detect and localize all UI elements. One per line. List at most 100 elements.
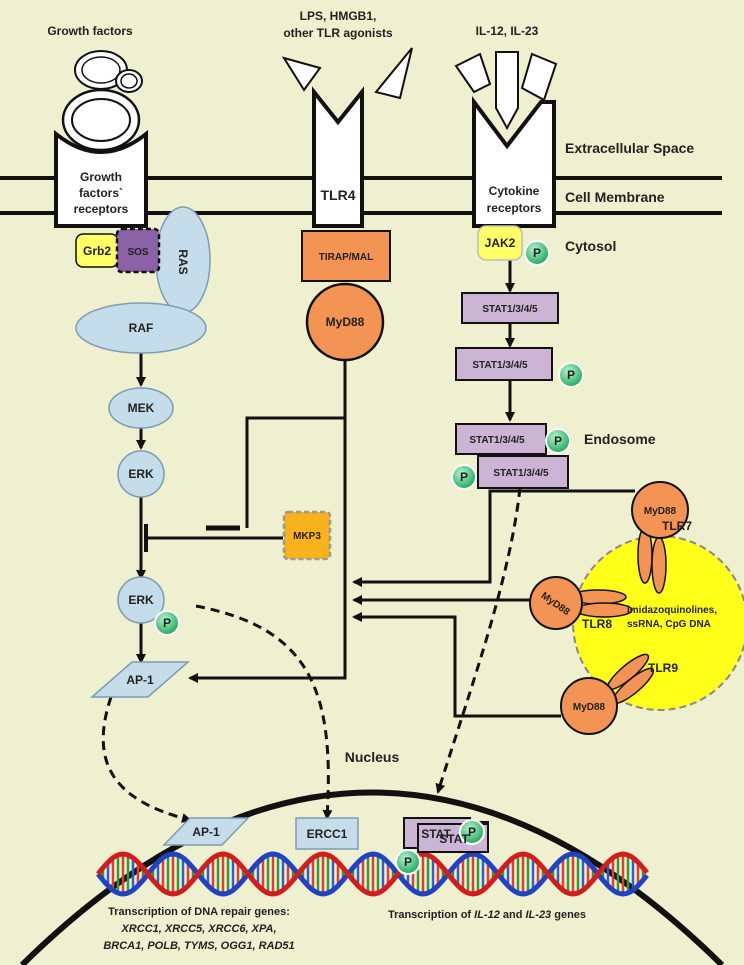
growth-factor-receptor [54,129,148,228]
phosphate-marker [154,610,180,636]
tlr7-receptor [651,536,667,594]
stat-nuclear-label: STAT [439,832,469,846]
stat-phospho-label: STAT1/3/4/5 [472,360,528,371]
tlr8-label: TLR8 [582,617,612,631]
tirap-node [301,230,391,282]
ercc1-label: ERCC1 [307,827,348,841]
dna-strand [96,851,649,897]
il-genes-label: Transcription of IL-12 and IL-23 genes [388,909,586,921]
mkp3-label: MKP3 [293,531,321,542]
dna-strand [96,851,649,897]
dna-helix [96,851,649,897]
phosphate-label: P [468,825,476,839]
erk-phospho-node [117,576,165,624]
ap1-nuclear-node [162,817,250,846]
phosphate-marker [524,240,550,266]
repair-genes-list: XRCC1, XRCC5, XRCC6, XPA, [120,923,276,935]
gf-receptor-label: receptors [74,202,129,216]
tirap-label: TIRAP/MAL [319,252,373,263]
gf-receptor-label: Growth [80,170,122,184]
tlr4-label: TLR4 [321,187,356,203]
phosphate-marker [395,849,421,875]
cytokines-label: IL-12, IL-23 [476,24,539,38]
repair-genes-title: Transcription of DNA repair genes: [108,906,290,918]
extracellular-space-label: Extracellular Space [565,140,694,156]
cytokine-receptor-label: receptors [487,201,542,215]
mek-label: MEK [128,401,155,415]
edge-erk-ercc1 [195,604,333,820]
stat-dimer-label: STAT1/3/4/5 [493,468,549,479]
cytokine-receptor-label: Cytokine [489,184,540,198]
raf-label: RAF [129,321,154,335]
stat-dimer-node [477,455,569,489]
cytokine-ligand [520,52,558,102]
raf-node [75,302,207,354]
phosphate-label: P [404,855,412,869]
tlr4-receptor [312,86,364,228]
mkp3-node [282,510,332,561]
cytokine-receptor [472,96,556,228]
stat-dimer-node [455,423,547,455]
ap1-node [90,661,190,698]
tlr-agonist-shape [281,56,322,92]
grb2-label: Grb2 [83,244,111,258]
nucleus-label: Nucleus [345,749,400,765]
phosphate-label: P [554,434,562,448]
cytokine-ligand [495,51,519,131]
tlr8-receptor [575,602,633,618]
phosphate-label: P [460,470,468,484]
endosome-myd88-node [560,677,618,735]
growth-factors-label: Growth factors [47,24,133,38]
phosphate-label: P [567,368,575,382]
edge-myd88-inhibit [245,360,347,528]
jak2-label: JAK2 [485,236,516,250]
endosome-myd88-node [631,481,689,539]
edge-ap1-nucleus [101,696,192,823]
stat-label: STAT1/3/4/5 [482,304,538,315]
tlr-agonists-label: other TLR agonists [283,26,393,40]
tlr7-label: TLR7 [662,519,692,533]
stat-phospho-node [455,347,553,381]
myd88-label: MyD88 [326,315,365,329]
phosphate-marker [558,362,584,388]
sos-label: SOS [127,247,148,258]
phosphate-marker [451,464,477,490]
edge-tlr9-myd88 [352,612,561,718]
jak2-node [477,225,523,261]
erk-label: ERK [128,467,154,481]
ap1-nuclear-label: AP-1 [192,825,220,839]
endosome-myd88-label: MyD88 [573,702,606,713]
sos-node [115,227,161,274]
erk-node [117,450,165,498]
ercc1-node [295,817,359,850]
stat-nuclear-label: STAT [421,827,451,841]
phosphate-marker [459,819,485,845]
tlr-agonists-label: LPS, HMGB1, [300,9,377,23]
erk-phospho-label: ERK [128,593,154,607]
cell-membrane-label: Cell Membrane [565,189,665,205]
stat-dimer-label: STAT1/3/4/5 [469,435,525,446]
endosome-label: Endosome [584,431,656,447]
edge-stat-nucleus [435,487,522,794]
repair-genes-list: BRCA1, POLB, TYMS, OGG1, RAD51 [103,940,294,952]
ligands-label: ssRNA, CpG DNA [627,619,711,630]
phosphate-label: P [533,246,541,260]
phosphate-label: P [163,616,171,630]
mek-node [108,387,174,429]
stat-node [461,292,559,324]
tlr-agonist-shape [374,47,413,100]
cytosol-label: Cytosol [565,238,616,254]
tlr9-label: TLR9 [648,661,678,675]
myd88-node [305,282,385,362]
endosome-myd88-label: MyD88 [644,506,677,517]
ligands-label: imidazoquinolines, [627,605,717,616]
endosome-myd88-node [529,576,583,630]
ras-label: RAS [176,249,190,274]
gf-receptor-label: factors` [79,186,123,200]
edge-tlr7-myd88 [352,489,635,587]
phosphate-marker [545,428,571,454]
cytokine-ligand [454,52,492,94]
ap1-label: AP-1 [126,673,154,687]
